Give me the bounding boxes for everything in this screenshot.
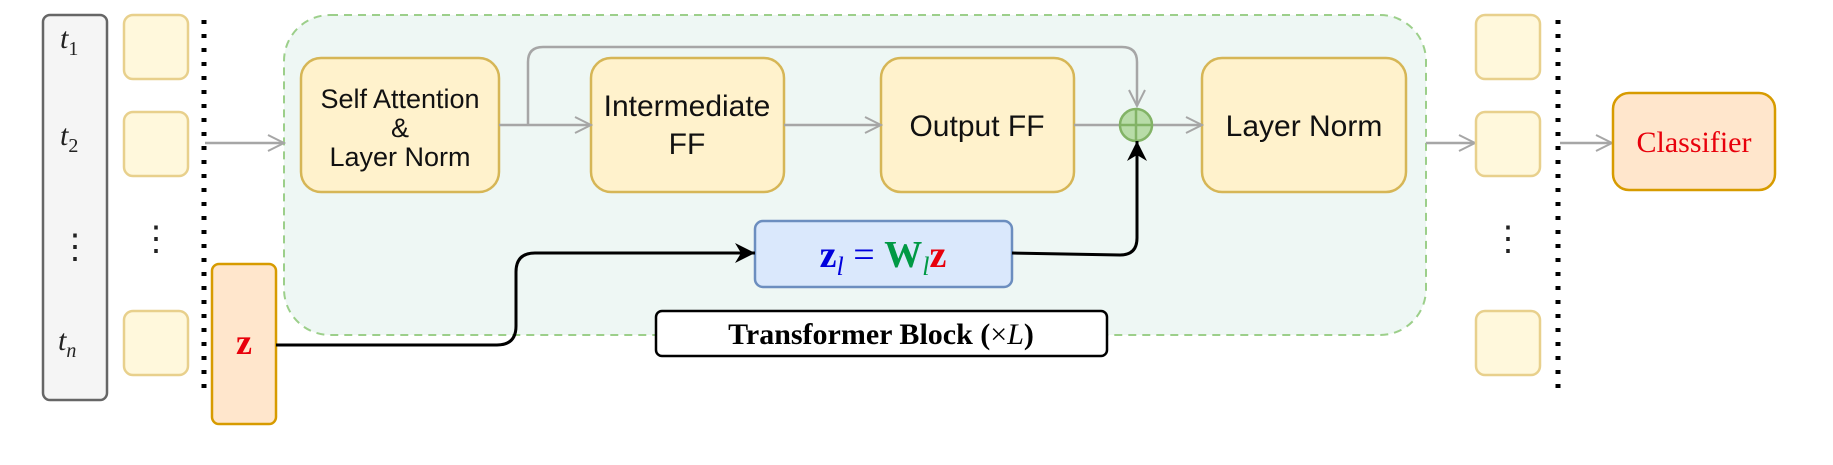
adder-icon (1118, 107, 1154, 143)
token-dots: ⋮ (58, 229, 92, 266)
svg-text:t1: t1 (60, 22, 78, 60)
svg-text:t2: t2 (60, 119, 78, 157)
input-embedding-dots: ⋮ (139, 221, 173, 258)
svg-text:tn: tn (58, 324, 76, 362)
arrow-projection-to-adder (1011, 141, 1147, 257)
z-label: z (236, 322, 252, 362)
input-token-column (41, 13, 109, 402)
classifier-label: Classifier (1637, 126, 1752, 159)
input-embedding (122, 309, 190, 377)
arrow-z-to-projection (276, 243, 755, 347)
self-attention-label-1: Self Attention (320, 84, 479, 114)
token-tn: tn (58, 324, 76, 362)
self-attention-label-3: Layer Norm (329, 142, 470, 172)
layer-norm-label: Layer Norm (1226, 110, 1383, 143)
projection-equation: zl = Wlz (820, 234, 947, 281)
intermediate-ff-label-1: Intermediate (604, 90, 771, 123)
intermediate-ff-block (589, 56, 786, 194)
classifier-block (1611, 91, 1777, 192)
token-t1: t1 (60, 22, 78, 60)
input-embedding (122, 110, 190, 178)
residual-connection (526, 45, 1137, 125)
output-embedding (1474, 13, 1542, 81)
input-embedding (122, 13, 190, 81)
output-embedding-dots: ⋮ (1491, 221, 1525, 258)
token-t2: t2 (60, 119, 78, 157)
transformer-block-label-box (654, 309, 1109, 358)
intermediate-ff-label-2: FF (669, 128, 706, 161)
transformer-block-label: Transformer Block (×L) (728, 318, 1034, 351)
output-embedding (1474, 309, 1542, 377)
output-ff-label: Output FF (909, 110, 1044, 143)
self-attention-label-2: & (391, 113, 409, 143)
output-embedding (1474, 110, 1542, 178)
